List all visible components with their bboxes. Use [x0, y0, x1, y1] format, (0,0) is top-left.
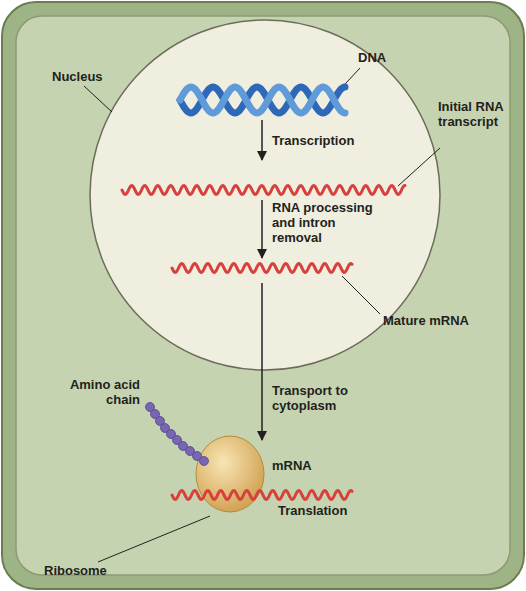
leader-line [98, 516, 210, 562]
part-label: Translation [278, 503, 347, 518]
cytoplasm [16, 16, 510, 575]
cytoplasm-mrna [172, 491, 352, 500]
leader-line [84, 86, 112, 112]
mature-mrna [172, 264, 352, 273]
dna-strand [180, 87, 345, 113]
process-arrow [261, 200, 263, 258]
part-label: Ribosome [44, 563, 107, 578]
part-label: Transport to cytoplasm [272, 383, 367, 413]
leader-line [342, 276, 380, 314]
part-label: Amino acid chain [58, 377, 140, 407]
amino-acid-bead [200, 457, 209, 466]
process-arrow [261, 283, 263, 440]
part-label: DNA [358, 50, 386, 65]
dna-strand [180, 87, 345, 113]
rna-transcript [122, 186, 405, 195]
leader-line [398, 148, 440, 186]
part-label: Transcription [272, 133, 354, 148]
part-label: Mature mRNA [383, 313, 469, 328]
part-label: Nucleus [52, 69, 103, 84]
process-arrow [261, 120, 263, 160]
part-label: Initial RNA transcript [438, 99, 510, 129]
part-label: RNA processing and intron removal [272, 200, 382, 245]
part-label: mRNA [272, 458, 312, 473]
